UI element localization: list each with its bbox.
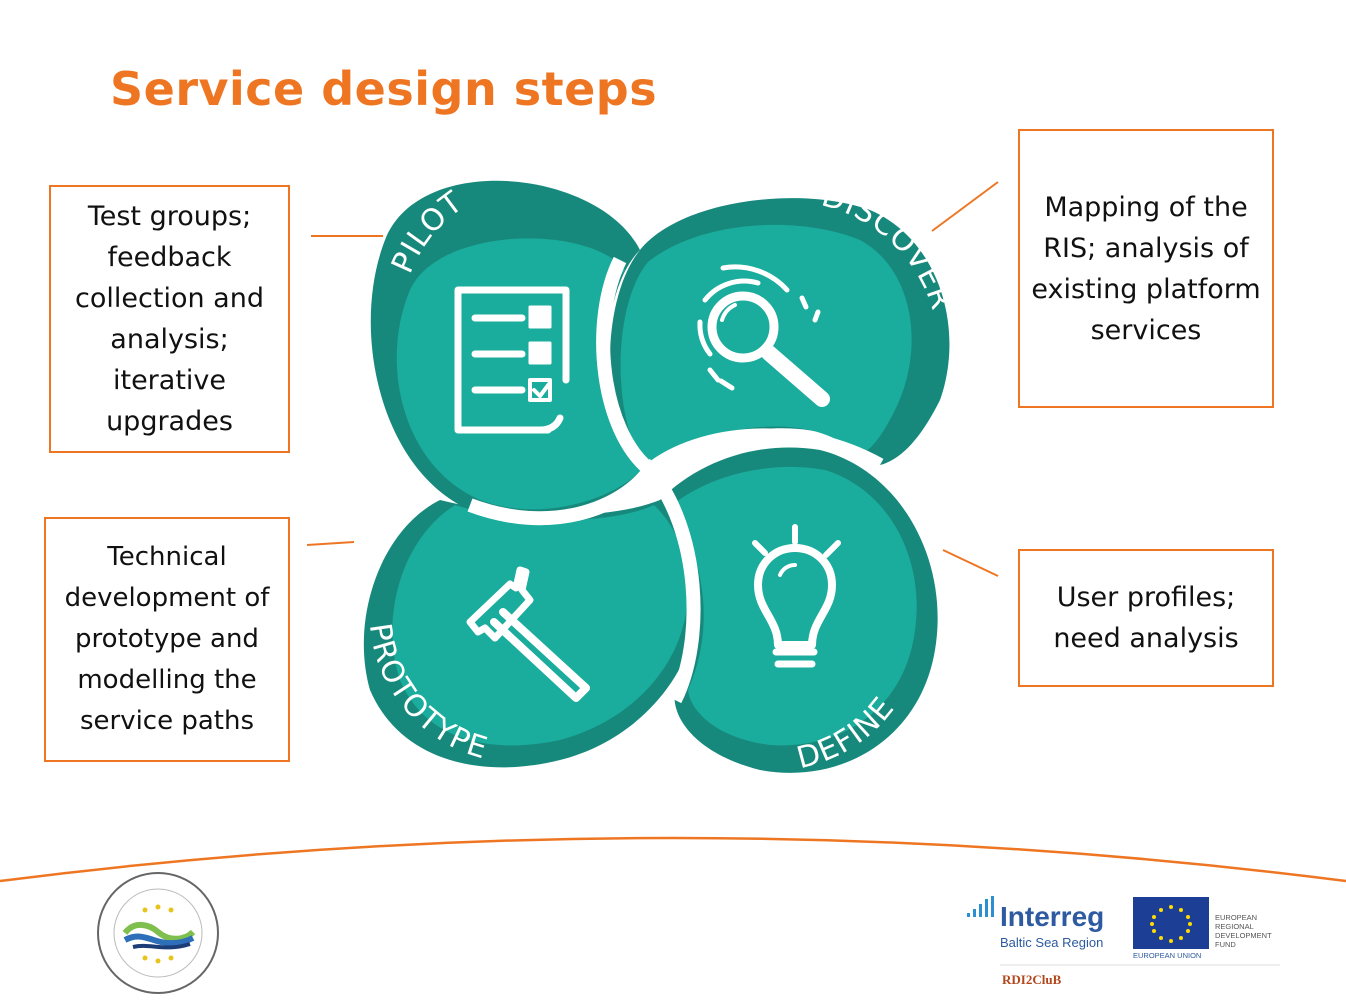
svg-text:Interreg: Interreg [1000,901,1104,932]
pilot-petal: PILOT [370,180,650,521]
lightbulb-icon [752,524,841,668]
prototype-petal: PROTOTYPE [362,500,700,768]
svg-text:FUND: FUND [1215,940,1236,949]
discover-description: Mapping of the RIS; analysis of existing… [1031,191,1261,346]
define-connector-line [942,549,999,577]
page-title: Service design steps [110,62,658,116]
svg-text:RDI2CluB: RDI2CluB [1002,972,1062,987]
footer-curve [0,836,1346,883]
define-description-box: User profiles; need analysis [1018,549,1274,687]
define-description: User profiles; need analysis [1053,582,1239,654]
discover-connector-line [931,181,999,232]
define-petal: DEFINE [660,447,938,776]
hammer-icon [466,566,590,702]
prototype-description-box: Technical development of prototype and m… [44,517,290,762]
svg-text:EUROPEAN UNION: EUROPEAN UNION [1133,951,1201,960]
svg-text:Baltic Sea Region: Baltic Sea Region [1000,935,1103,950]
pilot-description-box: Test groups; feedback collection and ana… [49,185,290,453]
pilot-description: Test groups; feedback collection and ana… [75,201,264,437]
discover-description-box: Mapping of the RIS; analysis of existing… [1018,129,1274,408]
magnifier-icon [697,264,830,407]
checklist-icon [454,286,570,434]
discover-petal: DISCOVER [610,179,958,470]
svg-text:EUROPEAN: EUROPEAN [1215,913,1257,922]
interreg-eu-logo: Interreg Baltic Sea Region EUROPEAN UNIO… [967,896,1280,987]
petal-separator [467,458,701,704]
svg-text:DEVELOPMENT: DEVELOPMENT [1215,931,1272,940]
svg-text:REGIONAL: REGIONAL [1215,922,1254,931]
prototype-connector-line [306,541,355,546]
prototype-description: Technical development of prototype and m… [64,542,270,736]
eusbsr-flagship-logo [97,872,219,994]
